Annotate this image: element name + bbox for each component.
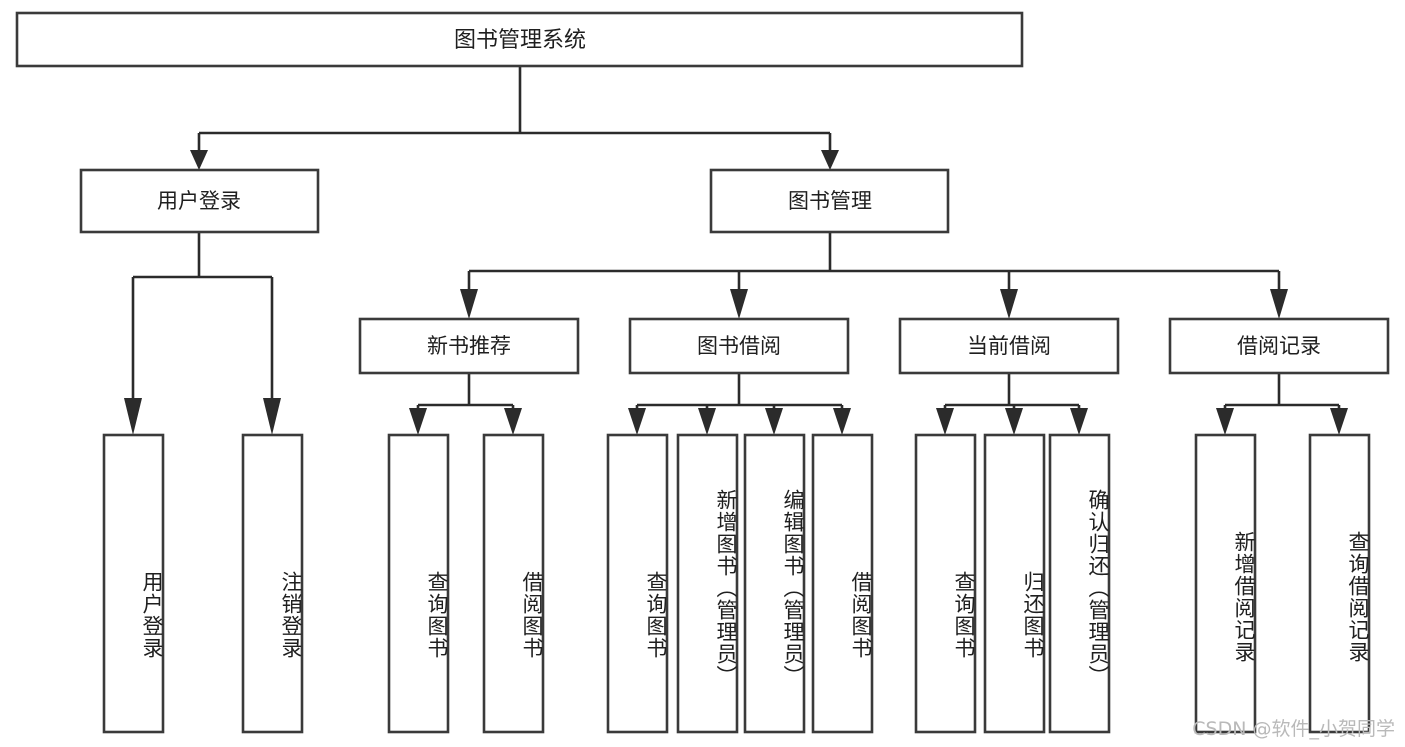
node-new-book-recommend-label: 新书推荐 xyxy=(427,334,511,358)
arrow-level3-3 xyxy=(1000,289,1018,319)
leaf-rect-current-borrow-1[interactable] xyxy=(914,433,977,734)
node-book-management[interactable]: 图书管理 xyxy=(709,168,950,234)
arrow-level3-2 xyxy=(730,289,748,319)
node-user-login-label: 用户登录 xyxy=(157,189,241,213)
arrow-record-leaf-1 xyxy=(1216,408,1234,435)
node-user-login[interactable]: 用户登录 xyxy=(79,168,320,234)
arrow-borrow-leaf-3 xyxy=(765,408,783,435)
leaf-rect-user-login-2[interactable] xyxy=(241,433,304,734)
node-current-borrow-rect[interactable] xyxy=(898,317,1120,375)
leaf-rect-new-book-1[interactable] xyxy=(387,433,450,734)
node-new-book-recommend[interactable]: 新书推荐 xyxy=(358,317,580,375)
arrow-borrow-leaf-4 xyxy=(833,408,851,435)
leaf-rect-user-login-1[interactable] xyxy=(102,433,165,734)
leaf-rect-borrow-record-2[interactable] xyxy=(1308,433,1371,734)
node-borrow-record-label: 借阅记录 xyxy=(1237,334,1321,358)
leaf-rect-book-borrow-3[interactable] xyxy=(743,433,806,734)
node-book-borrow-label: 图书借阅 xyxy=(697,334,781,358)
arrow-newbook-leaf-1 xyxy=(409,408,427,435)
arrow-level3-4 xyxy=(1270,289,1288,319)
arrow-borrow-leaf-1 xyxy=(628,408,646,435)
node-book-borrow-rect[interactable] xyxy=(628,317,850,375)
arrow-current-leaf-1 xyxy=(936,408,954,435)
leaf-rect-book-borrow-4[interactable] xyxy=(811,433,874,734)
node-root[interactable]: 图书管理系统 xyxy=(15,11,1024,68)
node-user-login-rect[interactable] xyxy=(79,168,320,234)
leaf-rect-new-book-2[interactable] xyxy=(482,433,545,734)
node-book-management-label: 图书管理 xyxy=(788,189,872,213)
connector-layer xyxy=(124,66,1348,435)
leaf-rect-current-borrow-2[interactable] xyxy=(983,433,1046,734)
arrow-record-leaf-2 xyxy=(1330,408,1348,435)
arrow-current-leaf-2 xyxy=(1005,408,1023,435)
arrow-newbook-leaf-2 xyxy=(504,408,522,435)
arrow-level3-1 xyxy=(460,289,478,319)
node-root-label: 图书管理系统 xyxy=(454,28,586,53)
node-root-rect[interactable] xyxy=(15,11,1024,68)
arrow-borrow-leaf-2 xyxy=(698,408,716,435)
csdn-watermark: CSDN @软件_小贺同学 xyxy=(1192,718,1395,740)
node-new-book-recommend-rect[interactable] xyxy=(358,317,580,375)
node-layer: 图书管理系统 用户登录 图书管理 新书推荐 图书借阅 当前 xyxy=(15,11,1390,734)
leaf-rect-borrow-record-1[interactable] xyxy=(1194,433,1257,734)
arrow-userlogin-leaf-1 xyxy=(124,398,142,435)
node-borrow-record-rect[interactable] xyxy=(1168,317,1390,375)
node-book-borrow[interactable]: 图书借阅 xyxy=(628,317,850,375)
arrow-userlogin-leaf-2 xyxy=(263,398,281,435)
leaf-rect-current-borrow-3[interactable] xyxy=(1048,433,1111,734)
arrow-current-leaf-3 xyxy=(1070,408,1088,435)
arrow-level2-1 xyxy=(190,150,208,170)
leaf-rect-book-borrow-1[interactable] xyxy=(606,433,669,734)
node-borrow-record[interactable]: 借阅记录 xyxy=(1168,317,1390,375)
node-current-borrow[interactable]: 当前借阅 xyxy=(898,317,1120,375)
arrow-level2-2 xyxy=(821,150,839,170)
node-book-management-rect[interactable] xyxy=(709,168,950,234)
node-current-borrow-label: 当前借阅 xyxy=(967,334,1051,358)
leaf-rect-book-borrow-2[interactable] xyxy=(676,433,739,734)
